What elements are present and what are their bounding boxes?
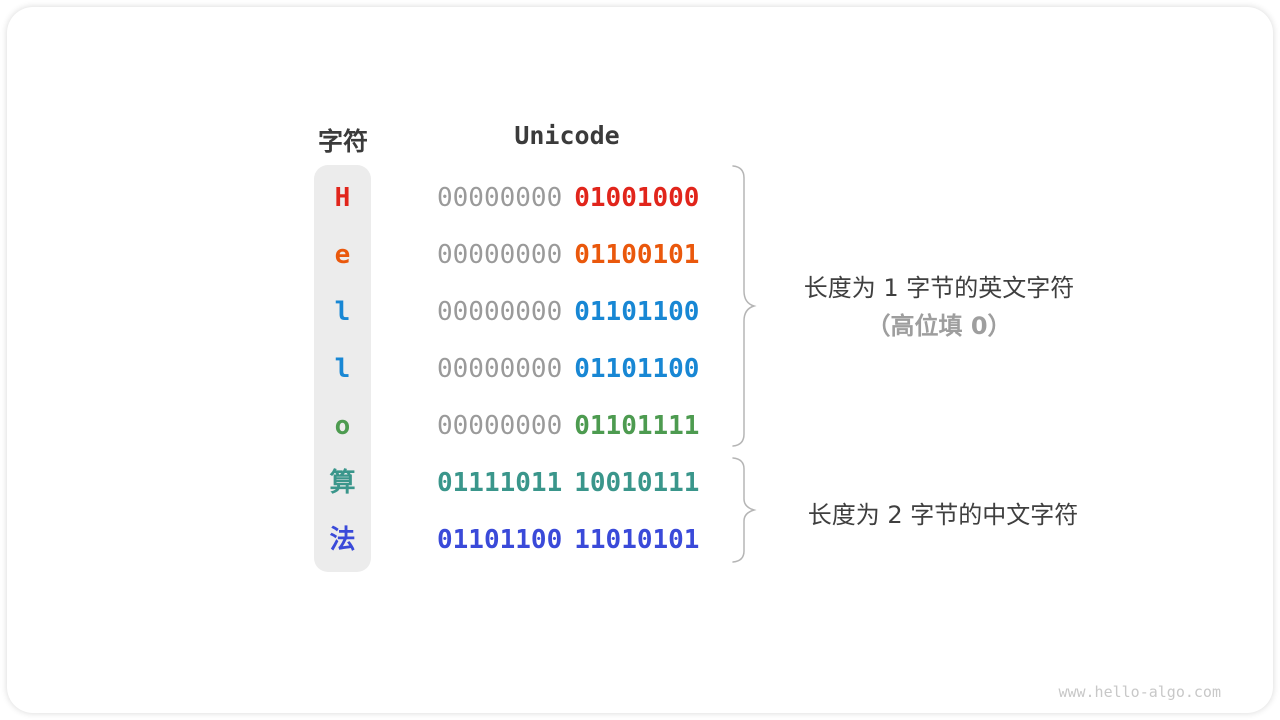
byte-high: 00000000	[437, 411, 563, 441]
binary-cell: 00000000 01100101	[437, 227, 699, 284]
unicode-encoding-diagram: 字符 Unicode H 00000000 01001000 e 00000000…	[7, 7, 1273, 713]
binary-cell: 01101100 11010101	[437, 512, 699, 569]
char-cell: H	[334, 183, 351, 213]
char-cell: 法	[329, 525, 356, 555]
brace-group-english	[732, 165, 757, 447]
table-row: l 00000000 01101100	[7, 341, 767, 398]
byte-low: 01101100	[574, 297, 700, 327]
annotation-chinese-chars: 长度为 2 字节的中文字符	[807, 501, 1079, 529]
column-header-unicode: Unicode	[514, 121, 620, 150]
byte-low: 01001000	[574, 183, 700, 213]
binary-cell: 01111011 10010111	[437, 455, 699, 512]
table-row: l 00000000 01101100	[7, 284, 767, 341]
byte-high: 01101100	[437, 525, 563, 555]
table-row: 算 01111011 10010111	[7, 455, 767, 512]
byte-high: 00000000	[437, 297, 563, 327]
annotation-english-line1: 长度为 1 字节的英文字符	[803, 274, 1075, 302]
binary-cell: 00000000 01101100	[437, 284, 699, 341]
byte-low: 01101111	[574, 411, 700, 441]
byte-high: 00000000	[437, 183, 563, 213]
binary-cell: 00000000 01101100	[437, 341, 699, 398]
table-row: o 00000000 01101111	[7, 398, 767, 455]
char-cell: 算	[329, 468, 356, 498]
byte-low: 01101100	[574, 354, 700, 384]
table-row: e 00000000 01100101	[7, 227, 767, 284]
character-column-background	[314, 165, 371, 572]
byte-low: 01100101	[574, 240, 700, 270]
column-header-character: 字符	[317, 127, 368, 156]
binary-cell: 00000000 01001000	[437, 170, 699, 227]
byte-low: 10010111	[574, 468, 700, 498]
table-row: H 00000000 01001000	[7, 170, 767, 227]
byte-high: 01111011	[437, 468, 563, 498]
byte-low: 11010101	[574, 525, 700, 555]
char-cell: e	[334, 240, 351, 270]
byte-high: 00000000	[437, 354, 563, 384]
annotation-english-line2: （高位填 0）	[866, 312, 1012, 340]
char-cell: o	[334, 411, 351, 441]
char-cell: l	[334, 354, 351, 384]
annotation-english-chars: 长度为 1 字节的英文字符 （高位填 0）	[769, 276, 1109, 338]
byte-high: 00000000	[437, 240, 563, 270]
char-cell: l	[334, 297, 351, 327]
binary-cell: 00000000 01101111	[437, 398, 699, 455]
table-row: 法 01101100 11010101	[7, 512, 767, 569]
brace-group-chinese	[732, 457, 757, 563]
watermark-url: www.hello-algo.com	[1058, 683, 1221, 701]
diagram-card: 字符 Unicode H 00000000 01001000 e 00000000…	[7, 7, 1273, 713]
